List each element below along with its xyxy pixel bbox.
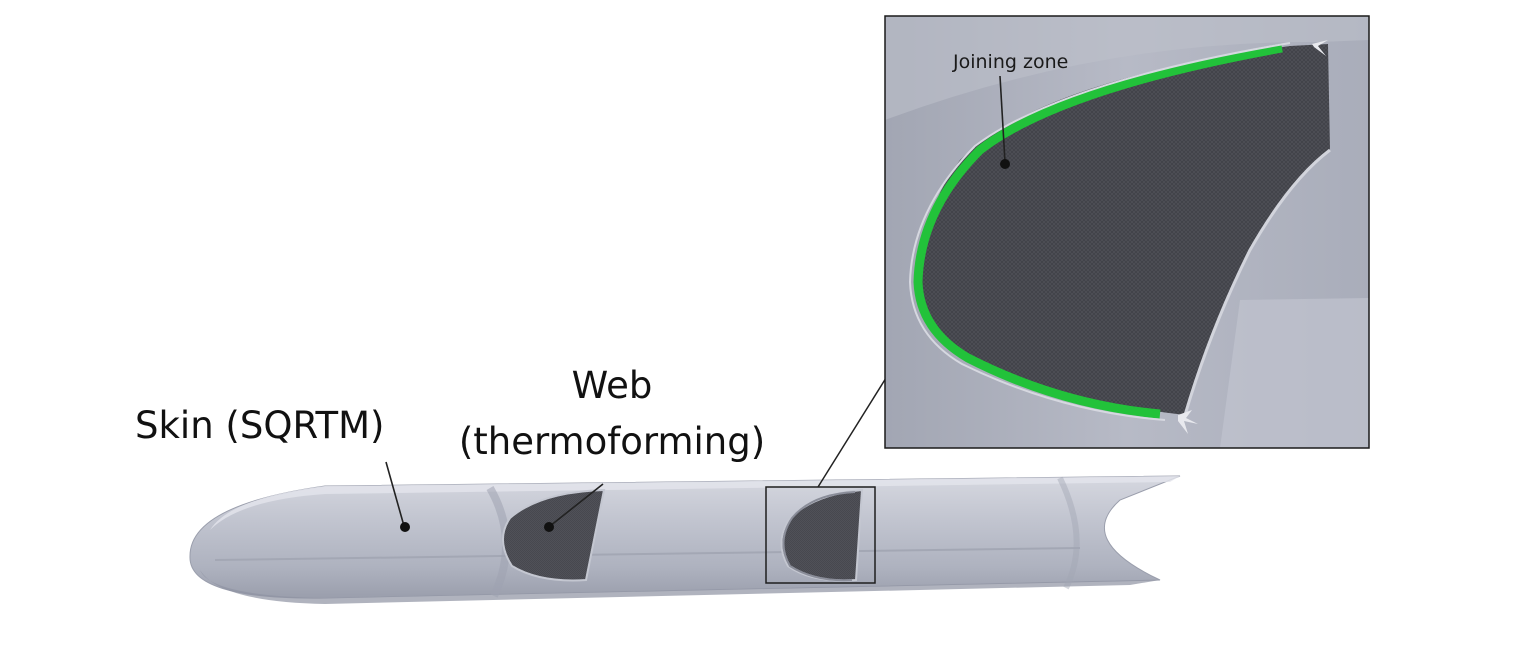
skin-leader-dot: [400, 522, 410, 532]
rib-station-2: [1057, 476, 1080, 590]
inset-corner-mark-top: [1312, 40, 1328, 56]
skin-highlight: [210, 476, 1180, 530]
skin-lower-shadow: [200, 570, 1160, 604]
joining-zone-leader-dot: [1000, 159, 1010, 169]
web-part-1: [502, 488, 606, 582]
leader-lines: [385, 75, 1010, 532]
inset-surface-band: [1220, 298, 1369, 448]
inset-corner-mark-bottom: [1178, 410, 1198, 434]
web-leader-line: [549, 483, 604, 527]
inset-frame: [884, 15, 1370, 449]
web-leader-dot: [544, 522, 554, 532]
inset-detail: [884, 15, 1370, 449]
wing-body: [189, 475, 1181, 604]
joining-zone-band: [913, 43, 1283, 419]
inset-web-mesh: [919, 44, 1330, 415]
inset-upper-edge: [885, 16, 1369, 120]
joining-zone-leader-line: [999, 75, 1006, 163]
joining-zone-label: Joining zone: [952, 51, 1068, 73]
web-label-line1: Web: [572, 364, 653, 407]
skin-surface: [189, 475, 1181, 599]
inset-connector-line: [817, 377, 887, 488]
joining-zone-edge: [908, 42, 1291, 421]
web-joining-small: [782, 491, 856, 582]
skin-ridge: [214, 547, 1081, 561]
web-label-line2: (thermoforming): [459, 420, 765, 463]
detail-box: [765, 486, 876, 584]
skin-label: Skin (SQRTM): [135, 404, 384, 447]
inset-web-outline: [1183, 148, 1331, 416]
skin-leader-line: [385, 461, 405, 527]
